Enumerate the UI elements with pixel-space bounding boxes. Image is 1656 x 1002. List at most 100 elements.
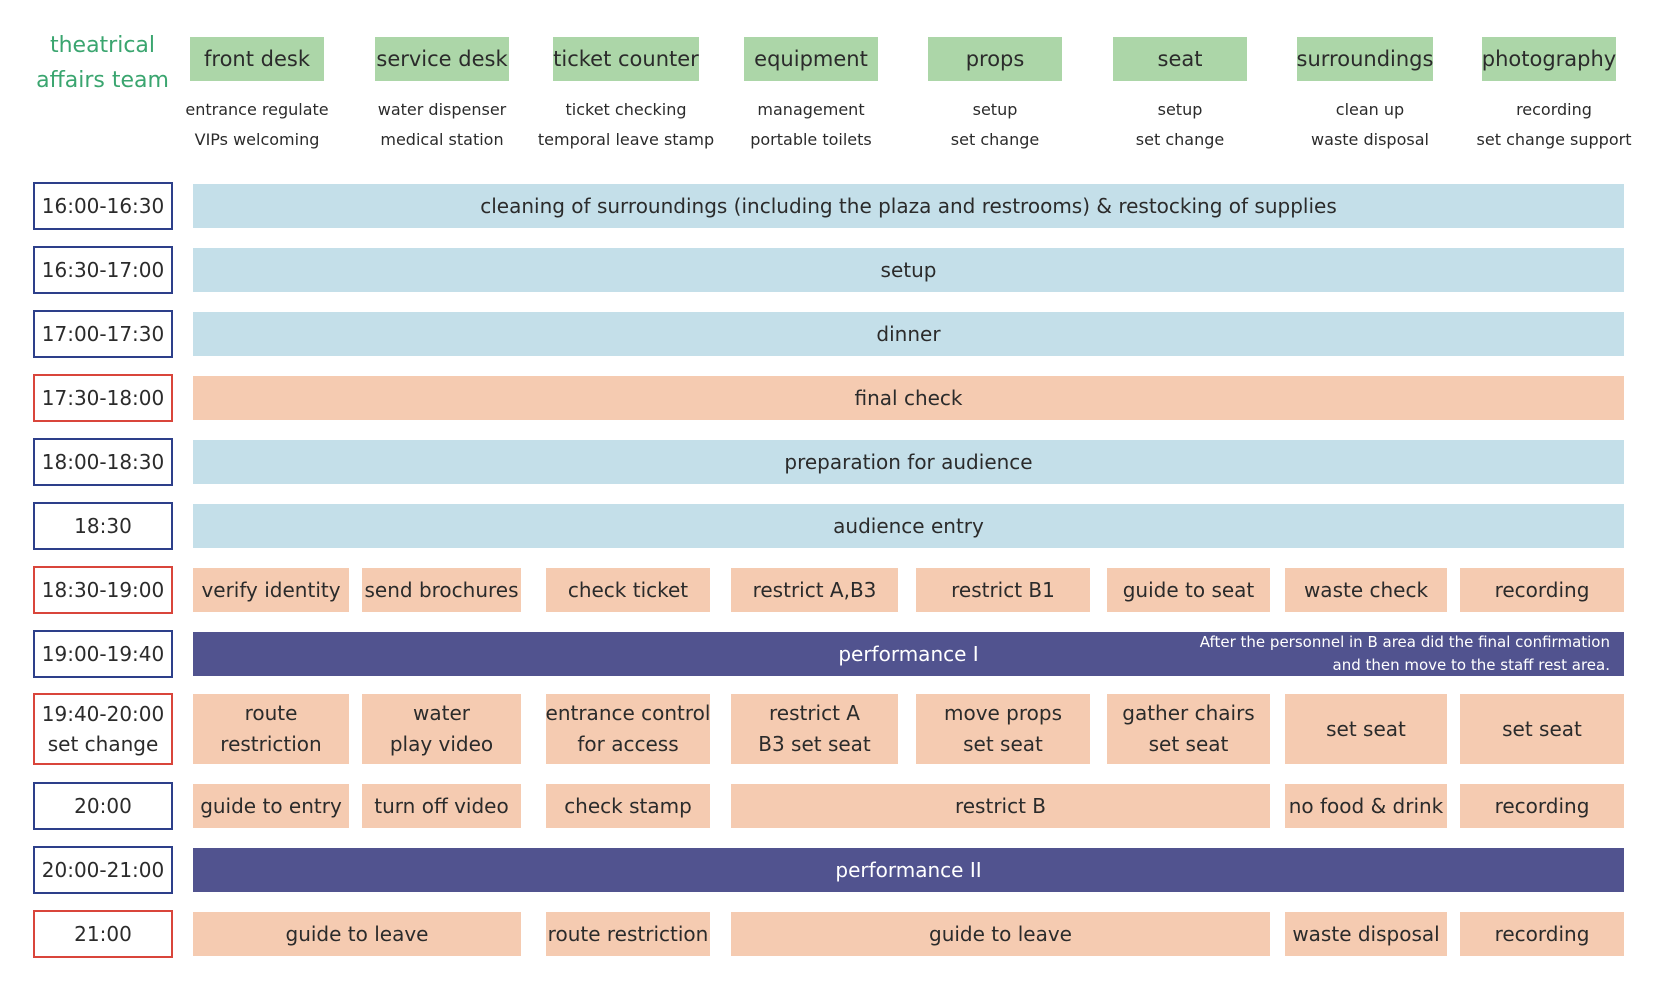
dept-duties-photography: recording set change support (1456, 95, 1652, 155)
team-title: theatrical affairs team (20, 28, 185, 98)
task-text: route (244, 701, 298, 725)
time-label: 18:00-18:30 (41, 450, 165, 474)
time-label: 17:30-18:00 (41, 386, 165, 410)
dept-duties-props: setup set change (905, 95, 1085, 155)
task-cell: guide to leave (731, 912, 1270, 956)
task-cell: waste disposal (1285, 912, 1447, 956)
task-cell: turn off video (362, 784, 521, 828)
dept-duties-front-desk: entrance regulate VIPs welcoming (167, 95, 347, 155)
time-label: 20:00 (74, 794, 132, 818)
task-text: check stamp (564, 793, 692, 818)
task-text: restrict A,B3 (752, 577, 877, 602)
duty-line: temporal leave stamp (537, 130, 715, 149)
activity-bar: cleaning of surroundings (including the … (193, 184, 1624, 228)
task-text: B3 set seat (758, 732, 871, 756)
task-cell: guide to entry (193, 784, 349, 828)
task-text: guide to seat (1122, 577, 1255, 602)
task-cell: recording (1460, 784, 1624, 828)
dept-duties-seat: setup set change (1090, 95, 1270, 155)
staff-note: After the personnel in B area did the fi… (1200, 631, 1610, 677)
team-title-line-2: affairs team (36, 68, 169, 93)
task-cell: guide to seat (1107, 568, 1270, 612)
task-text: for access (577, 732, 679, 756)
note-line: After the personnel in B area did the fi… (1199, 633, 1610, 651)
duty-line: ticket checking (565, 100, 687, 119)
duty-line: portable toilets (750, 130, 872, 149)
duty-line: recording (1516, 100, 1592, 119)
task-text: guide to leave (285, 921, 429, 946)
task-cell: recording (1460, 912, 1624, 956)
duty-line: setup (972, 100, 1018, 119)
task-text: set seat (1326, 716, 1406, 741)
activity-bar: final check (193, 376, 1624, 420)
task-cell: set seat (1285, 694, 1447, 764)
task-cell: waste check (1285, 568, 1447, 612)
dept-props: props (928, 37, 1062, 81)
task-cell: entrance control for access (546, 694, 710, 764)
task-text: route restriction (547, 921, 709, 946)
task-cell: recording (1460, 568, 1624, 612)
task-text: guide to entry (200, 793, 342, 818)
time-label: 21:00 (74, 922, 132, 946)
task-cell: water play video (362, 694, 521, 764)
task-text: verify identity (201, 577, 341, 602)
task-cell: route restriction (546, 912, 710, 956)
duty-line: setup (1157, 100, 1203, 119)
task-text: restrict A (768, 701, 860, 725)
time-slot: 21:00 (33, 910, 173, 958)
task-cell: no food & drink (1285, 784, 1447, 828)
duty-line: entrance regulate (185, 100, 329, 119)
duty-line: waste disposal (1311, 130, 1429, 149)
task-cell: move props set seat (916, 694, 1090, 764)
task-cell: guide to leave (193, 912, 521, 956)
task-text: recording (1494, 793, 1590, 818)
task-text: guide to leave (929, 921, 1072, 946)
task-text: turn off video (374, 793, 509, 818)
task-text: recording (1494, 577, 1590, 602)
activity-bar: preparation for audience (193, 440, 1624, 484)
task-cell: check stamp (546, 784, 710, 828)
duty-line: medical station (380, 130, 504, 149)
task-text: set seat (1148, 732, 1229, 756)
task-cell: set seat (1460, 694, 1624, 764)
dept-duties-equipment: management portable toilets (721, 95, 901, 155)
time-label: 19:40-20:00 (41, 702, 165, 726)
task-text: waste disposal (1292, 921, 1440, 946)
task-text: play video (389, 732, 494, 756)
task-text: restrict B1 (951, 577, 1055, 602)
task-text: entrance control (545, 701, 711, 725)
activity-bar: audience entry (193, 504, 1624, 548)
dept-ticket-counter: ticket counter (553, 37, 699, 81)
performance-bar: performance I After the personnel in B a… (193, 632, 1624, 676)
team-title-line-1: theatrical (49, 33, 156, 58)
time-slot: 19:00-19:40 (33, 630, 173, 678)
duty-line: water dispenser (377, 100, 507, 119)
task-text: set seat (1502, 716, 1582, 741)
time-slot: 18:30 (33, 502, 173, 550)
duty-line: clean up (1335, 100, 1405, 119)
dept-surroundings: surroundings (1297, 37, 1433, 81)
task-text: restrict B (954, 793, 1047, 818)
time-slot: 20:00 (33, 782, 173, 830)
note-line: and then move to the staff rest area. (1332, 656, 1611, 674)
task-text: check ticket (567, 577, 689, 602)
time-slot: 16:30-17:00 (33, 246, 173, 294)
dept-photography: photography (1482, 37, 1616, 81)
time-label: 16:00-16:30 (41, 194, 165, 218)
task-cell: restrict A B3 set seat (731, 694, 898, 764)
performance-bar: performance II (193, 848, 1624, 892)
task-cell: check ticket (546, 568, 710, 612)
task-text: set seat (963, 732, 1043, 756)
task-text: gather chairs (1122, 701, 1255, 725)
performance-label: performance I (838, 642, 979, 666)
task-cell: restrict B (731, 784, 1270, 828)
time-slot: 17:00-17:30 (33, 310, 173, 358)
task-text: restriction (220, 732, 322, 756)
task-cell: gather chairs set seat (1107, 694, 1270, 764)
performance-label: performance II (835, 858, 982, 882)
activity-bar: setup (193, 248, 1624, 292)
time-label: 20:00-21:00 (41, 858, 165, 882)
dept-equipment: equipment (744, 37, 878, 81)
task-text: move props (943, 701, 1063, 725)
task-text: recording (1494, 921, 1590, 946)
